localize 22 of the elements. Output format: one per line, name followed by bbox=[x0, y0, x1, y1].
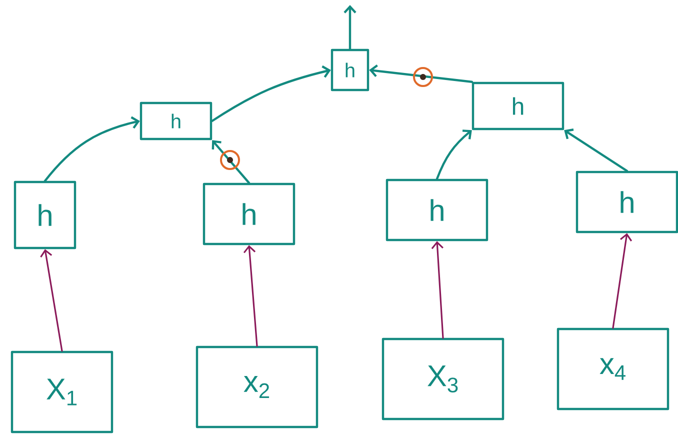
hidden-state-box: h bbox=[140, 102, 212, 140]
arrow bbox=[211, 65, 331, 122]
arrow bbox=[344, 5, 356, 50]
input-box: X$_{3}$ bbox=[382, 338, 504, 420]
hidden-state-box: h bbox=[202, 182, 296, 246]
hidden-state-box: h bbox=[14, 180, 76, 250]
arrow bbox=[436, 130, 472, 180]
arrow bbox=[243, 245, 258, 347]
hidden-state-box: h bbox=[330, 48, 370, 92]
hidden-state-box: h bbox=[386, 178, 488, 242]
input-box: x$_{2}$ bbox=[196, 346, 318, 428]
arrow bbox=[212, 140, 250, 184]
arrow bbox=[44, 116, 140, 182]
arrow bbox=[369, 64, 473, 83]
input-box: x$_{4}$ bbox=[556, 328, 670, 410]
arrow bbox=[612, 233, 632, 329]
arrow bbox=[431, 241, 444, 339]
hidden-state-box: h bbox=[472, 82, 564, 130]
arrow bbox=[40, 249, 63, 352]
arrow bbox=[564, 128, 628, 172]
input-box: X$_{1}$ bbox=[10, 350, 114, 434]
hidden-state-box: h bbox=[576, 170, 678, 234]
